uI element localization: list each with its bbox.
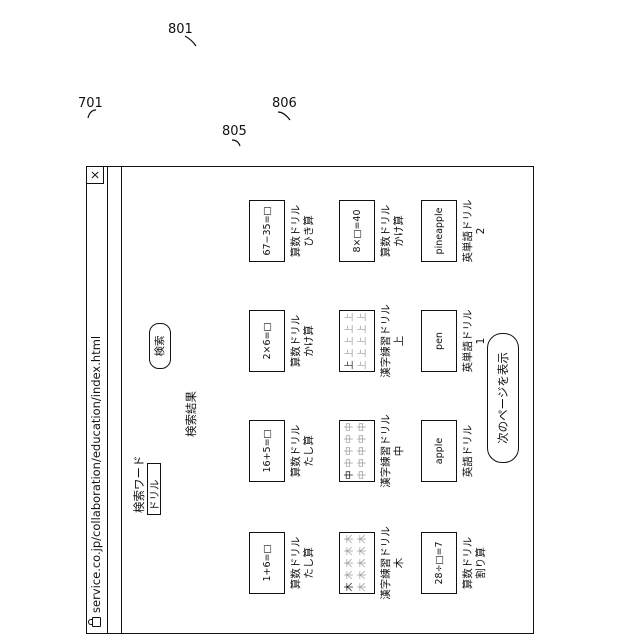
kanji-preview: 中 中 中 中 中 中 中 中 中 中 (339, 420, 375, 482)
card-subtitle: 上 (393, 295, 406, 387)
card-english-words-2[interactable]: pineapple 英単語ドリル 2 (421, 185, 488, 277)
scrollbar[interactable] (107, 167, 122, 633)
card-title: 英語ドリル (462, 405, 475, 497)
kanji-char: 木 (357, 533, 370, 545)
card-preview: apple (421, 420, 457, 482)
leader-801 (185, 36, 196, 46)
search-button[interactable]: 検索 (149, 323, 171, 369)
kanji-char: 上 (344, 323, 357, 335)
card-subtitle: かけ算 (393, 185, 406, 277)
card-subtraction[interactable]: 67−35=□ 算数ドリル ひき算 (249, 185, 316, 277)
card-title: 漢字練習ドリル (380, 517, 393, 609)
card-preview: 1+6=□ (249, 532, 285, 594)
card-english[interactable]: apple 英語ドリル (421, 405, 475, 497)
ref-701: 701 (78, 96, 103, 111)
kanji-char: 木 (344, 581, 357, 593)
kanji-char: 上 (357, 347, 370, 359)
close-button[interactable]: × (87, 167, 104, 184)
ref-806: 806 (272, 96, 297, 111)
ref-801: 801 (168, 22, 193, 37)
card-title: 漢字練習ドリル (380, 405, 393, 497)
card-subtitle: 割り算 (475, 517, 488, 609)
lock-icon (92, 617, 101, 627)
card-preview: pineapple (421, 200, 457, 262)
kanji-char: 上 (357, 323, 370, 335)
browser-window: service.co.jp/collaboration/education/in… (86, 166, 534, 634)
kanji-char: 中 (344, 457, 357, 469)
kanji-char: 中 (357, 445, 370, 457)
card-subtitle: 木 (393, 517, 406, 609)
card-preview: 8×□=40 (339, 200, 375, 262)
card-title: 算数ドリル (290, 295, 303, 387)
next-page-button[interactable]: 次のページを表示 (487, 333, 519, 463)
card-title: 算数ドリル (462, 517, 475, 609)
card-preview: 16+5=□ (249, 420, 285, 482)
kanji-char: 木 (357, 545, 370, 557)
kanji-char: 木 (357, 581, 370, 593)
address-bar[interactable]: service.co.jp/collaboration/education/in… (87, 167, 108, 633)
kanji-char: 木 (344, 545, 357, 557)
card-preview: 2×6=□ (249, 310, 285, 372)
card-subtitle: ひき算 (303, 185, 316, 277)
kanji-char: 中 (357, 433, 370, 445)
kanji-char: 中 (344, 433, 357, 445)
kanji-preview: 上 上 上 上 上 上 上 上 上 上 (339, 310, 375, 372)
card-title: 算数ドリル (290, 405, 303, 497)
kanji-char: 上 (344, 359, 357, 371)
card-subtitle: 2 (475, 185, 488, 277)
card-division[interactable]: 28÷□=7 算数ドリル 割り算 (421, 517, 488, 609)
card-kanji-naka[interactable]: 中 中 中 中 中 中 中 中 中 中 漢字練習ドリル 中 (339, 405, 406, 497)
kanji-char: 中 (344, 445, 357, 457)
leader-701 (88, 110, 96, 118)
kanji-char: 上 (357, 359, 370, 371)
search-input[interactable]: ドリル (147, 463, 161, 515)
ref-805: 805 (222, 124, 247, 139)
kanji-char: 木 (344, 569, 357, 581)
card-title: 算数ドリル (290, 517, 303, 609)
kanji-preview: 木 木 木 木 木 木 木 木 木 木 (339, 532, 375, 594)
kanji-char: 上 (344, 347, 357, 359)
card-preview: pen (421, 310, 457, 372)
kanji-char: 中 (357, 457, 370, 469)
kanji-char: 木 (344, 557, 357, 569)
card-title: 算数ドリル (380, 185, 393, 277)
card-addition-2[interactable]: 16+5=□ 算数ドリル たし算 (249, 405, 316, 497)
kanji-char: 中 (357, 469, 370, 481)
url-text: service.co.jp/collaboration/education/in… (89, 336, 103, 613)
card-preview: 28÷□=7 (421, 532, 457, 594)
card-title: 漢字練習ドリル (380, 295, 393, 387)
card-preview: 67−35=□ (249, 200, 285, 262)
card-multiplication-2[interactable]: 8×□=40 算数ドリル かけ算 (339, 185, 406, 277)
card-subtitle: かけ算 (303, 295, 316, 387)
kanji-char: 上 (357, 311, 370, 323)
results-heading: 検索結果 (183, 391, 199, 437)
leader-805 (232, 140, 240, 146)
kanji-char: 木 (344, 533, 357, 545)
search-label: 検索ワード (131, 456, 147, 514)
kanji-char: 木 (357, 557, 370, 569)
card-title: 算数ドリル (290, 185, 303, 277)
kanji-char: 中 (344, 469, 357, 481)
window-frame: service.co.jp/collaboration/education/in… (86, 166, 534, 634)
kanji-char: 上 (357, 335, 370, 347)
kanji-char: 木 (357, 569, 370, 581)
card-title: 英単語ドリル (462, 295, 475, 387)
card-subtitle: たし算 (303, 517, 316, 609)
leader-806 (278, 112, 290, 120)
page-content: 検索ワード ドリル 検索 検索結果 1+6=□ 算数ドリル たし算 16+5=□… (121, 167, 533, 633)
kanji-char: 上 (344, 335, 357, 347)
kanji-char: 上 (344, 311, 357, 323)
card-multiplication-1[interactable]: 2×6=□ 算数ドリル かけ算 (249, 295, 316, 387)
card-subtitle: たし算 (303, 405, 316, 497)
card-kanji-ue[interactable]: 上 上 上 上 上 上 上 上 上 上 漢字練習ドリル 上 (339, 295, 406, 387)
kanji-char: 中 (357, 421, 370, 433)
kanji-char: 中 (344, 421, 357, 433)
card-subtitle: 中 (393, 405, 406, 497)
card-title: 英単語ドリル (462, 185, 475, 277)
card-addition-1[interactable]: 1+6=□ 算数ドリル たし算 (249, 517, 316, 609)
card-english-words-1[interactable]: pen 英単語ドリル 1 (421, 295, 488, 387)
card-kanji-ki[interactable]: 木 木 木 木 木 木 木 木 木 木 漢字練習ドリル 木 (339, 517, 406, 609)
